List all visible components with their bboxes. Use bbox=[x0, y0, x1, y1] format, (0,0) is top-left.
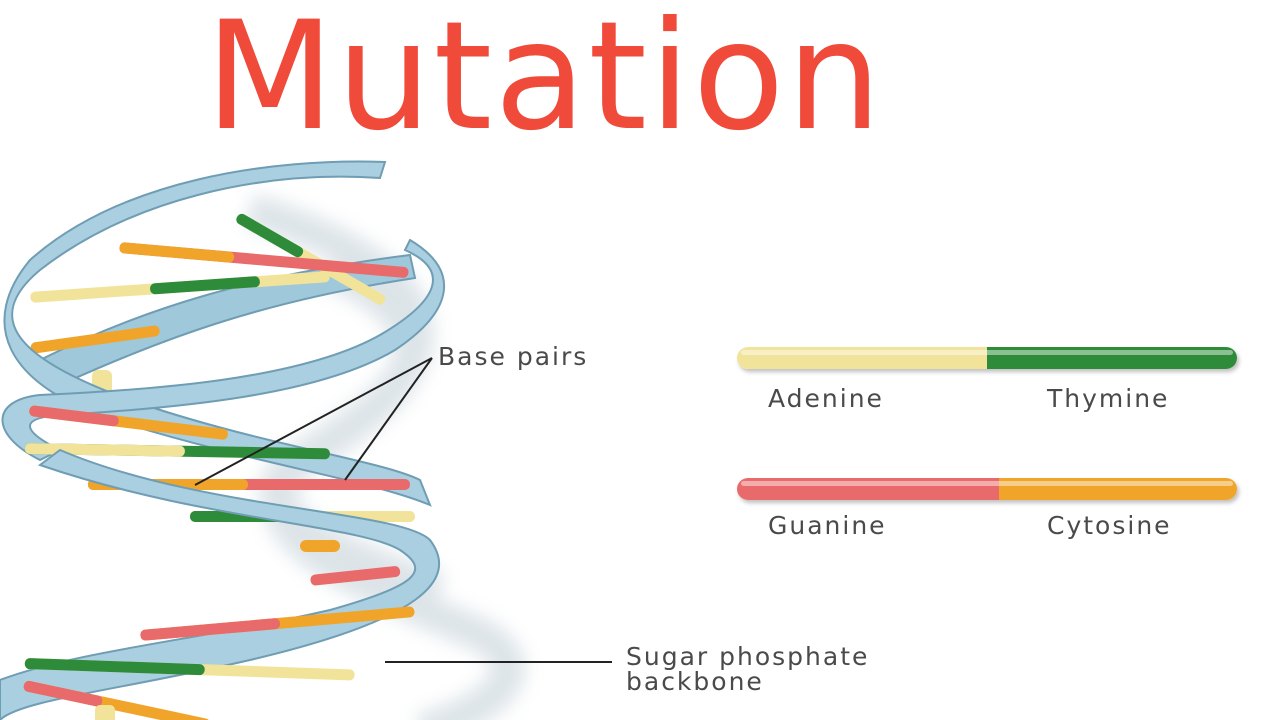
base-pair bbox=[30, 325, 160, 354]
backbone-label-line2: backbone bbox=[626, 667, 764, 696]
base-pair bbox=[24, 658, 355, 681]
backbone-label-line1: Sugar phosphate bbox=[626, 642, 870, 671]
thymine-segment bbox=[987, 347, 1237, 369]
adenine-segment bbox=[737, 347, 987, 369]
dna-double-helix bbox=[0, 160, 612, 720]
base-pair bbox=[30, 271, 330, 303]
base-pairs-label: Base pairs bbox=[438, 342, 589, 371]
base-pair bbox=[119, 242, 409, 278]
legend-bar-adenine-thymine bbox=[737, 347, 1237, 369]
base-pair bbox=[23, 680, 210, 720]
base-pairs-leader-a bbox=[194, 357, 433, 486]
base-pair bbox=[29, 405, 228, 440]
base-pair bbox=[95, 705, 115, 720]
legend-label-cytosine: Cytosine bbox=[1047, 511, 1172, 540]
legend-label-guanine: Guanine bbox=[768, 511, 887, 540]
base-pair bbox=[140, 606, 415, 641]
backbone-strand-back bbox=[38, 253, 417, 387]
legend-label-thymine: Thymine bbox=[1047, 384, 1170, 413]
backbone-strand-right bbox=[1, 238, 445, 462]
backbone-strand-lower bbox=[0, 448, 441, 720]
cytosine-segment bbox=[999, 478, 1237, 500]
base-pair bbox=[300, 540, 340, 552]
leader-lines bbox=[194, 357, 612, 663]
base-pairs-leader-b bbox=[344, 357, 433, 481]
base-pairs-lower bbox=[23, 566, 415, 720]
base-pair bbox=[310, 566, 401, 586]
legend-bar-guanine-cytosine bbox=[737, 478, 1237, 500]
mutation-title: Mutation bbox=[205, 0, 884, 164]
legend-label-adenine: Adenine bbox=[768, 384, 884, 413]
guanine-segment bbox=[737, 478, 999, 500]
